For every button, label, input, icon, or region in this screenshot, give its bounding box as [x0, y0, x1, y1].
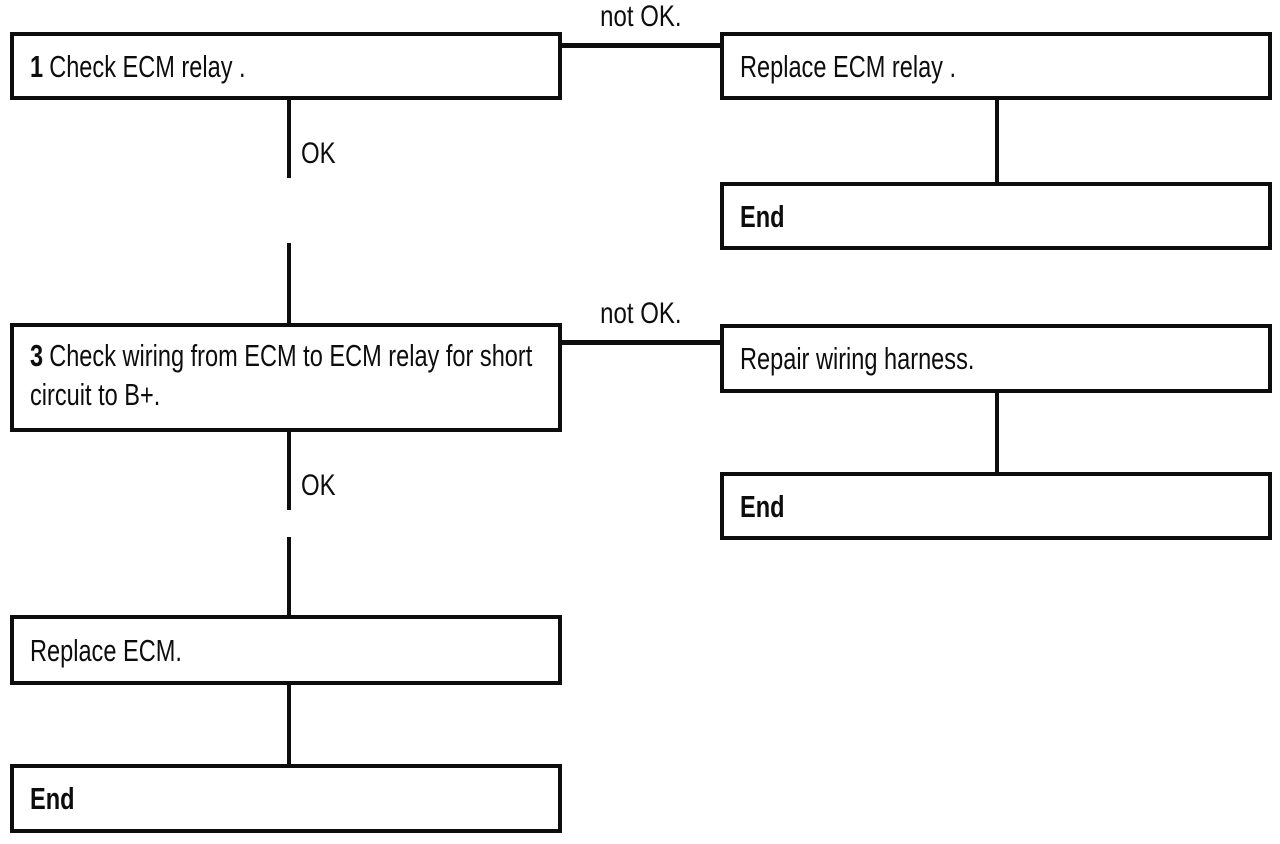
node-step3-number: 3: [30, 338, 44, 373]
connector-step3-to-replace-ecm-lower: [287, 537, 291, 615]
branch-label-not-ok-1: not OK.: [562, 1, 720, 33]
branch-label-ok-2: OK: [301, 470, 344, 502]
node-step1-number: 1: [30, 48, 44, 84]
node-end-right-2: End: [720, 472, 1272, 540]
connector-step1-to-replace-relay: [562, 43, 720, 48]
node-step1-text: Check ECM relay .: [49, 48, 246, 84]
connector-repair-harness-to-end: [995, 393, 999, 472]
node-repair-wiring-harness: Repair wiring harness.: [720, 324, 1272, 393]
node-end-right-1-text: End: [740, 198, 785, 234]
connector-step1-to-step3-lower: [287, 243, 291, 323]
branch-label-not-ok-2: not OK.: [562, 298, 720, 330]
node-replace-ecm-text: Replace ECM.: [30, 632, 182, 668]
node-replace-ecm: Replace ECM.: [10, 615, 562, 685]
branch-label-ok-2-text: OK: [301, 469, 336, 502]
branch-label-not-ok-1-text: not OK.: [600, 0, 682, 33]
connector-replace-relay-to-end: [995, 100, 999, 182]
node-end-left: End: [10, 764, 562, 833]
branch-label-ok-1-text: OK: [301, 137, 336, 170]
connector-step1-to-step3-upper: [287, 100, 291, 178]
branch-label-not-ok-2-text: not OK.: [600, 297, 682, 330]
node-replace-ecm-relay-text: Replace ECM relay .: [740, 48, 957, 84]
branch-label-ok-1: OK: [301, 138, 344, 170]
node-end-right-1: End: [720, 182, 1272, 250]
node-replace-ecm-relay: Replace ECM relay .: [720, 32, 1272, 100]
connector-step3-to-repair-harness: [562, 340, 720, 345]
node-repair-wiring-harness-text: Repair wiring harness.: [740, 341, 975, 376]
node-step3-text: Check wiring from ECM to ECM relay for s…: [30, 338, 533, 412]
node-end-left-text: End: [30, 781, 75, 816]
node-end-right-2-text: End: [740, 488, 785, 524]
connector-step3-to-replace-ecm-upper: [287, 432, 291, 510]
connector-replace-ecm-to-end: [287, 685, 291, 764]
